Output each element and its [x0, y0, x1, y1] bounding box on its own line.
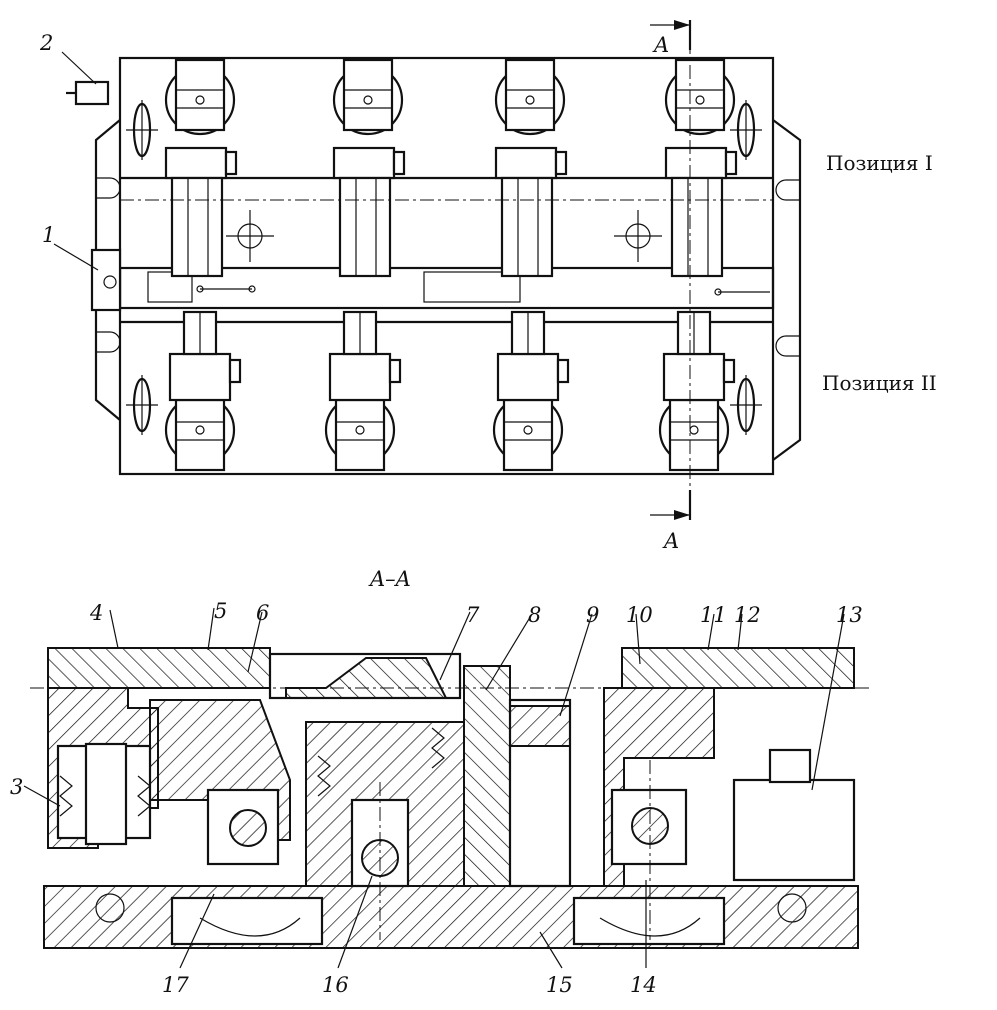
- stop-1: [90, 248, 122, 312]
- plan-view: [53, 20, 802, 520]
- callout-11: 11: [700, 603, 727, 627]
- cylinder-13: [732, 778, 856, 882]
- callout-10: 10: [626, 603, 653, 627]
- callout-9: 9: [586, 603, 599, 627]
- callout-2: 2: [39, 31, 53, 55]
- callout-1: 1: [42, 223, 55, 247]
- section-title: A–A: [368, 567, 411, 591]
- clamp-bottom-4: [658, 310, 736, 472]
- callout-3: 3: [10, 775, 23, 799]
- clamp-bottom-2: [324, 310, 402, 472]
- section-view: [23, 607, 870, 969]
- clamp-bottom-3: [492, 310, 570, 472]
- clamp-top-2: [332, 58, 406, 278]
- position-2-label: Позиция II: [822, 371, 937, 395]
- callout-12: 12: [734, 603, 761, 627]
- callout-7: 7: [466, 603, 480, 627]
- callout-8: 8: [528, 603, 541, 627]
- callout-17: 17: [162, 973, 189, 997]
- callout-4: 4: [89, 601, 103, 625]
- position-1-label: Позиция I: [826, 151, 933, 175]
- top-plate-5: [47, 647, 271, 689]
- top-plate-11: [621, 647, 855, 689]
- callout-6: 6: [256, 601, 269, 625]
- callout-5: 5: [214, 599, 227, 623]
- callout-16: 16: [322, 973, 349, 997]
- section-marker-top: A: [652, 33, 669, 57]
- section-marker-bottom: A: [662, 529, 679, 553]
- callout-13: 13: [836, 603, 863, 627]
- clamp-top-1: [164, 58, 238, 278]
- clamp-top-4: [664, 58, 738, 278]
- callout-15: 15: [546, 973, 573, 997]
- fitting-2: [74, 80, 110, 106]
- clamp-top-3: [494, 58, 568, 278]
- callout-14: 14: [630, 973, 657, 997]
- clamp-bottom-1: [164, 310, 242, 472]
- crosshair-marks: [226, 210, 662, 262]
- base-plate-15: [43, 885, 859, 949]
